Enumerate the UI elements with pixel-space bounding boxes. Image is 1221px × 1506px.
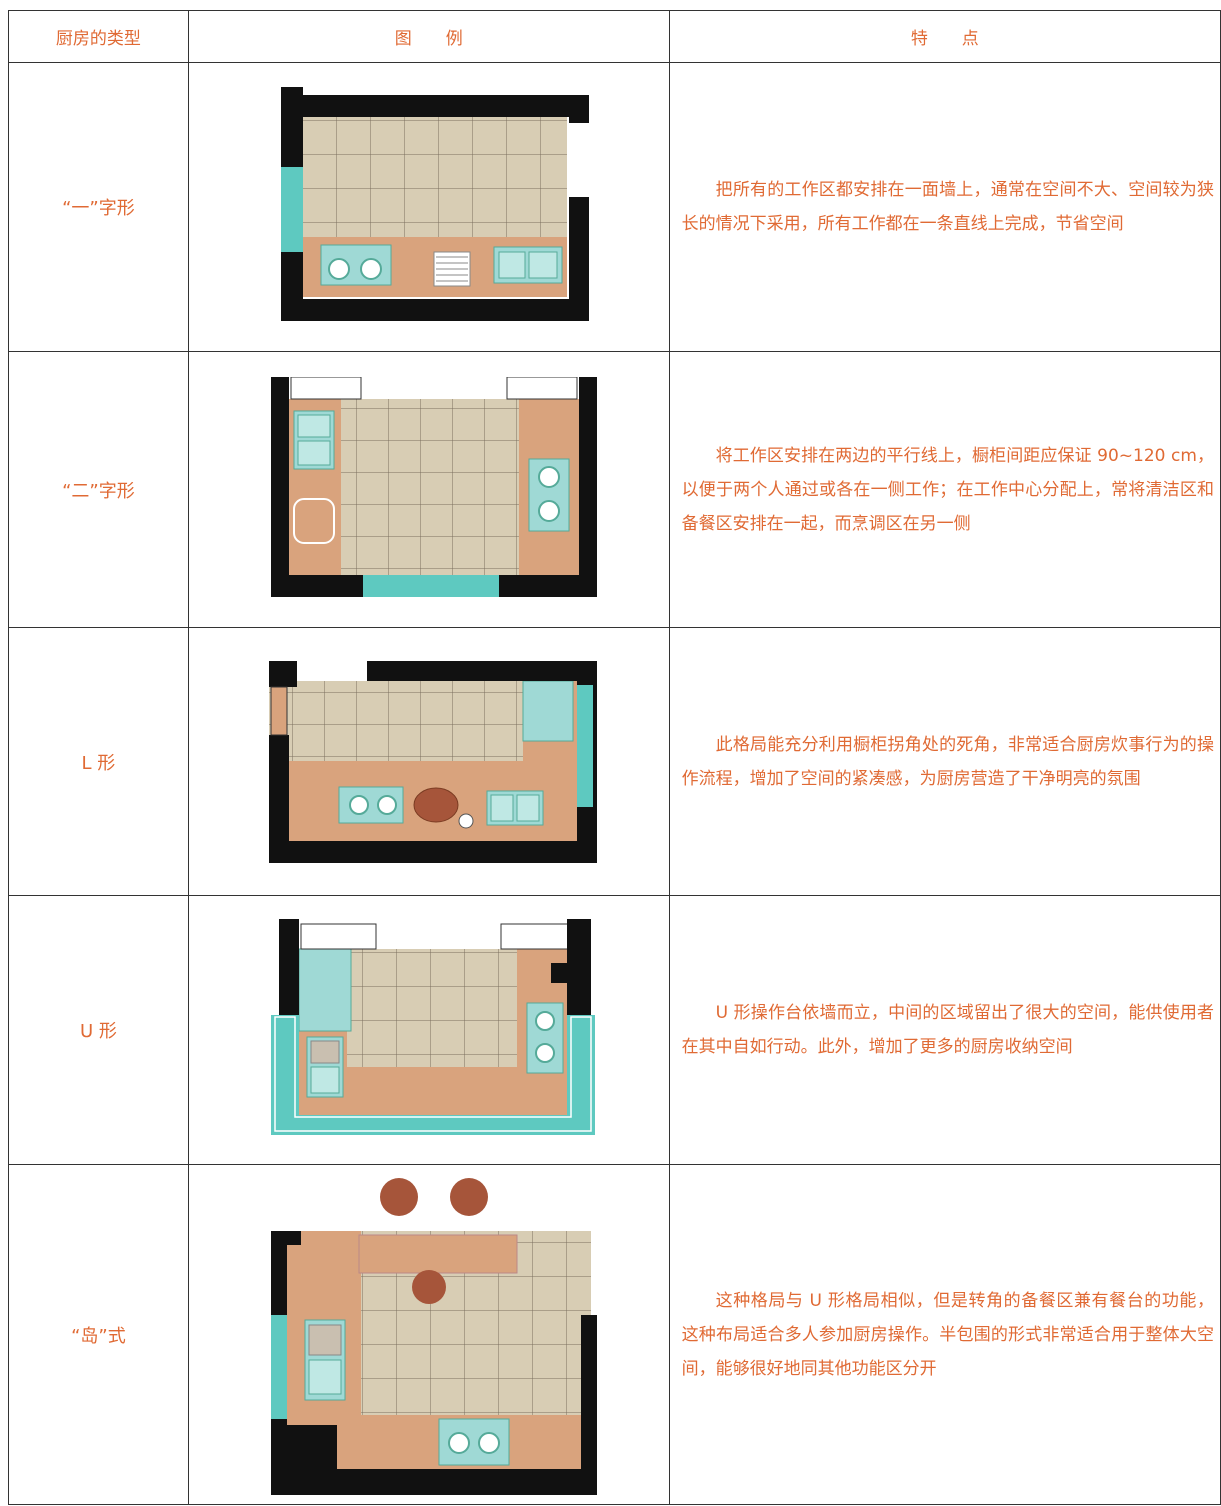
table-row: L 形 — [8, 627, 1221, 896]
table-row: “一”字形 — [8, 62, 1221, 352]
table-row: “岛”式 — [8, 1164, 1221, 1505]
feature-text: 这种格局与 U 形格局相似，但是转角的备餐区兼有餐台的功能，这种布局适合多人参加… — [681, 1290, 1214, 1379]
floorplan-cell — [187, 1164, 670, 1505]
header-illustration: 图 例 — [187, 10, 670, 63]
kitchen-type-label: U 形 — [8, 895, 189, 1165]
feature-description: 将工作区安排在两边的平行线上，橱柜间距应保证 90~120 cm，以便于两个人通… — [668, 351, 1221, 628]
kitchen-type-label: “岛”式 — [8, 1164, 189, 1505]
floorplan-l-shaped-kitchen — [268, 660, 597, 863]
feature-description: 这种格局与 U 形格局相似，但是转角的备餐区兼有餐台的功能，这种布局适合多人参加… — [668, 1164, 1221, 1505]
feature-text: 将工作区安排在两边的平行线上，橱柜间距应保证 90~120 cm，以便于两个人通… — [681, 445, 1214, 534]
feature-description: 把所有的工作区都安排在一面墙上，通常在空间不大、空间较为狭长的情况下采用，所有工… — [668, 62, 1221, 352]
floorplan-cell — [187, 627, 670, 896]
feature-description: 此格局能充分利用橱柜拐角处的死角，非常适合厨房炊事行为的操作流程，增加了空间的紧… — [668, 627, 1221, 896]
header-kitchen-type: 厨房的类型 — [8, 10, 189, 63]
kitchen-type-label: “二”字形 — [8, 351, 189, 628]
kitchen-layout-table: 厨房的类型 图 例 特 点 “一”字形 — [8, 10, 1221, 1505]
floorplan-cell — [187, 62, 670, 352]
table-row: U 形 — [8, 895, 1221, 1165]
floorplan-cell — [187, 895, 670, 1165]
table-header-row: 厨房的类型 图 例 特 点 — [8, 10, 1221, 63]
kitchen-type-label: L 形 — [8, 627, 189, 896]
floorplan-cell — [187, 351, 670, 628]
table-row: “二”字形 — [8, 351, 1221, 628]
floorplan-one-line-kitchen — [280, 87, 589, 321]
floorplan-island-kitchen — [270, 1174, 597, 1495]
feature-text: 把所有的工作区都安排在一面墙上，通常在空间不大、空间较为狭长的情况下采用，所有工… — [681, 180, 1214, 234]
feature-description: U 形操作台依墙而立，中间的区域留出了很大的空间，能供使用者在其中自如行动。此外… — [668, 895, 1221, 1165]
header-features: 特 点 — [668, 10, 1221, 63]
feature-text: 此格局能充分利用橱柜拐角处的死角，非常适合厨房炊事行为的操作流程，增加了空间的紧… — [681, 734, 1214, 789]
floorplan-u-shaped-kitchen — [270, 919, 595, 1135]
kitchen-type-label: “一”字形 — [8, 62, 189, 352]
feature-text: U 形操作台依墙而立，中间的区域留出了很大的空间，能供使用者在其中自如行动。此外… — [681, 1003, 1214, 1057]
floorplan-two-line-kitchen — [270, 376, 597, 597]
